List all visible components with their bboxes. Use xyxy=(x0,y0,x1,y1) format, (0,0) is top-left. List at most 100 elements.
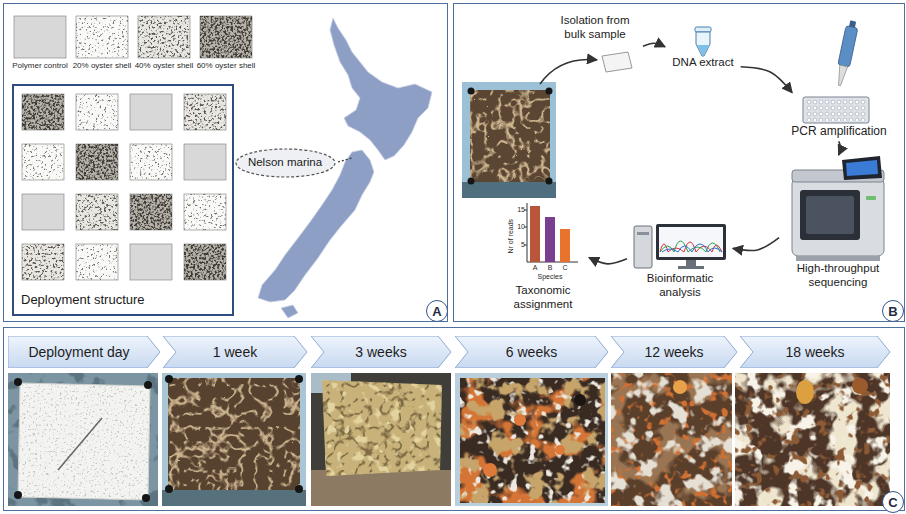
time-series-photo xyxy=(144,381,152,389)
sample-photo xyxy=(546,178,553,185)
time-series-photo xyxy=(735,373,890,506)
sample-photo xyxy=(468,88,475,95)
time-series-photo xyxy=(574,394,586,406)
settlement-tile xyxy=(22,244,64,280)
frame-title: Deployment structure xyxy=(21,292,226,308)
settlement-tile xyxy=(76,194,118,230)
time-series-photo xyxy=(165,485,173,493)
settlement-tile xyxy=(22,94,64,130)
settlement-tile xyxy=(184,144,226,180)
chevron-outline xyxy=(8,336,160,368)
chevron-outline xyxy=(163,336,307,368)
icon-slot xyxy=(630,222,730,272)
settlement-tile xyxy=(22,94,226,280)
flow-arrow xyxy=(589,257,627,263)
sequencer-icon xyxy=(800,190,860,240)
settlement-tile xyxy=(184,244,226,280)
time-series-photo xyxy=(311,373,451,506)
computer-icon xyxy=(659,227,723,257)
swatch-label: 20% oyster shell xyxy=(70,61,134,71)
stage-label: 3 weeks xyxy=(355,344,406,361)
swatch-label: 60% oyster shell xyxy=(194,61,258,71)
settlement-tile xyxy=(76,94,118,130)
step-label: DNA extract xyxy=(668,56,738,70)
material-swatch xyxy=(138,16,190,58)
time-series-photo xyxy=(455,373,608,506)
time-series-photo xyxy=(460,378,605,503)
stage-label: 12 weeks xyxy=(644,344,703,361)
timeline-chevron: 1 week xyxy=(163,336,307,368)
category-label: A xyxy=(529,264,541,272)
category-label: B xyxy=(544,264,556,272)
settlement-tile xyxy=(130,144,172,180)
time-series-photo xyxy=(611,373,732,506)
time-series-photo xyxy=(483,463,497,477)
pcr-plate-icon xyxy=(803,97,869,123)
icon-slot xyxy=(780,94,898,124)
category-label: B xyxy=(544,264,556,272)
sequencer-icon xyxy=(792,156,884,261)
computer-icon xyxy=(634,224,726,269)
subsample-icon xyxy=(602,52,632,72)
pipette-icon xyxy=(834,20,859,87)
sample-photo xyxy=(462,82,556,198)
time-series-photo xyxy=(311,373,451,506)
panel-letter: C xyxy=(888,496,897,509)
swatch-label: 60% oyster shell xyxy=(194,61,258,71)
material-swatch xyxy=(14,16,252,58)
material-swatch xyxy=(76,16,128,58)
flow-arrow xyxy=(540,60,597,85)
settlement-tile xyxy=(130,94,172,130)
sample-photo xyxy=(470,90,550,182)
computer-icon xyxy=(634,226,652,268)
chevron-outline xyxy=(740,336,890,368)
time-series-photo xyxy=(14,378,22,386)
time-series-photo xyxy=(14,491,22,499)
process-step: PCR amplification xyxy=(780,94,898,138)
time-series-photo xyxy=(162,490,306,506)
time-series-photo xyxy=(460,378,605,503)
site-ellipse: Nelson marina xyxy=(235,148,336,178)
axis-title: Species xyxy=(530,273,570,281)
process-step: High-throughput sequencing xyxy=(782,158,894,290)
tick-label: 10 xyxy=(509,223,525,231)
computer-icon xyxy=(660,241,720,252)
time-series-photo xyxy=(796,380,814,404)
tube-icon xyxy=(695,27,711,32)
swatch-label: 40% oyster shell xyxy=(132,61,196,71)
sample-photo xyxy=(546,88,553,95)
pipette-icon xyxy=(838,26,858,68)
flow-arrow xyxy=(733,238,779,251)
swatch-label: Polymer control xyxy=(8,61,72,71)
tube-icon xyxy=(697,45,709,55)
sample-photo xyxy=(470,90,550,182)
timeline-chevron: 3 weeks xyxy=(311,336,451,368)
stage-label: 1 week xyxy=(213,344,257,361)
axis-title: Species xyxy=(530,273,570,281)
sequencer-icon xyxy=(806,196,854,234)
panel-letter-badge: A xyxy=(426,300,448,322)
computer-icon xyxy=(656,224,726,260)
settlement-tile xyxy=(22,244,64,280)
pcr-plate-icon xyxy=(806,99,866,121)
time-series-photo xyxy=(58,418,102,470)
pcr-plate-icon xyxy=(803,97,869,123)
time-series-photo xyxy=(460,378,605,503)
icon-slot xyxy=(782,158,894,262)
category-label: C xyxy=(559,264,571,272)
time-series-photo xyxy=(611,373,732,506)
sequencer-icon xyxy=(796,256,880,261)
material-swatch xyxy=(76,16,128,58)
step-label: Bioinformatic analysis xyxy=(630,272,730,300)
material-swatch xyxy=(200,16,252,58)
new-zealand-map xyxy=(330,18,432,160)
time-series-photo xyxy=(295,375,303,383)
time-series-photo xyxy=(142,494,150,502)
axis-title: Nr of reads xyxy=(507,211,515,261)
time-series-photo xyxy=(611,373,732,506)
time-series-photo xyxy=(611,373,732,506)
category-label: C xyxy=(559,264,571,272)
timeline-chevron: Deployment day xyxy=(8,336,160,368)
swatch-label: 20% oyster shell xyxy=(70,61,134,71)
